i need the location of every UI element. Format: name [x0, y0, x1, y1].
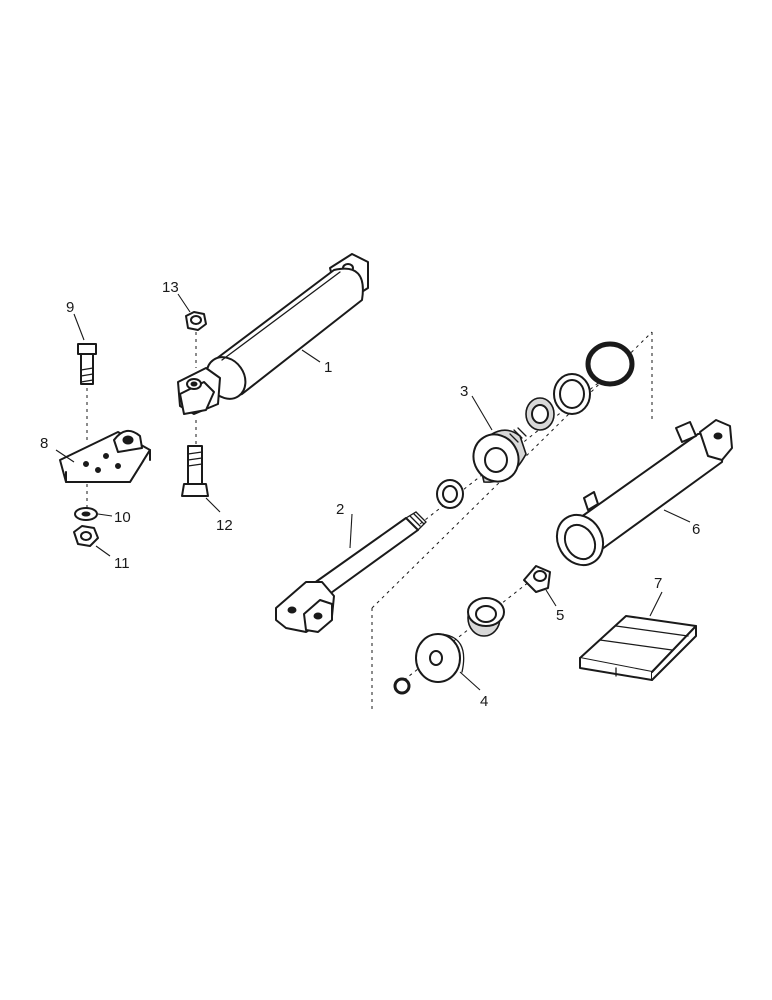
part-4-piston — [415, 633, 465, 683]
part-13-nut — [185, 311, 207, 331]
part-8-mounting-plate — [59, 429, 151, 483]
callout-3: 3 — [460, 383, 468, 400]
part-1-cylinder-assembly — [177, 253, 369, 415]
part-10-washer — [74, 507, 98, 521]
callout-10: 10 — [114, 509, 131, 526]
callout-5: 5 — [556, 607, 564, 624]
part-5-piston-nut — [523, 565, 551, 593]
callout-1: 1 — [324, 359, 332, 376]
part-4-piston-seal — [467, 597, 505, 637]
callout-4: 4 — [480, 693, 488, 710]
callout-9: 9 — [66, 299, 74, 316]
callout-8: 8 — [40, 435, 48, 452]
callout-13: 13 — [162, 279, 179, 296]
part-3-wiper-seal — [525, 397, 555, 431]
part-2-piston-rod — [275, 511, 427, 633]
part-4-o-ring-small — [393, 677, 411, 695]
callout-6: 6 — [692, 521, 700, 538]
callout-12: 12 — [216, 517, 233, 534]
part-12-pin — [181, 445, 209, 497]
part-7-seal-kit — [579, 615, 697, 681]
callout-7: 7 — [654, 575, 662, 592]
part-6-cylinder-barrel — [555, 419, 733, 567]
callout-11: 11 — [114, 555, 130, 572]
part-3-gland — [472, 427, 527, 483]
part-9-bolt — [77, 343, 97, 385]
part-3-o-ring — [585, 341, 635, 387]
part-11-nut — [73, 525, 99, 547]
leader-lines — [55, 293, 691, 691]
callout-2: 2 — [336, 501, 344, 518]
part-3-backup-ring — [553, 373, 591, 415]
part-3-rod-seal — [436, 479, 464, 509]
